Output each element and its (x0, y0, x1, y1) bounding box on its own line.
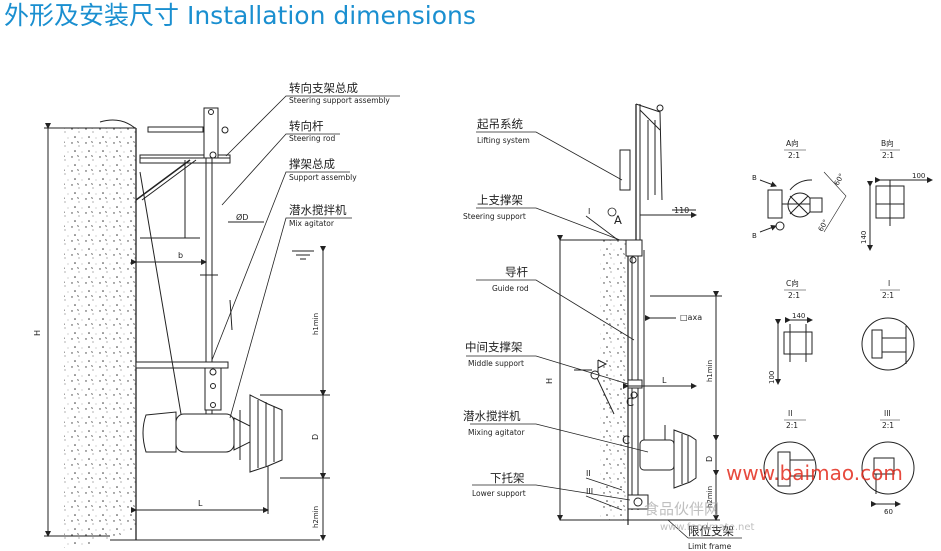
callout-steering-rod-en: Steering rod (289, 134, 336, 143)
marker-C1: C (626, 395, 634, 409)
middle-installation-view (466, 103, 742, 539)
detail-C-dim140: 140 (792, 312, 805, 320)
marker-III: III (586, 487, 593, 496)
callout-guide-rod-cn: 导杆 (505, 265, 528, 279)
dim-L-left: L (198, 499, 203, 508)
dim-L-middle: L (662, 376, 667, 385)
dim-h1min-left: h1min (312, 313, 320, 335)
left-installation-view (44, 95, 400, 548)
detail-B-scale: 2:1 (882, 151, 894, 160)
dim-b: b (178, 251, 183, 260)
dim-H-middle: H (545, 378, 554, 384)
dim-axa: □axa (680, 313, 702, 322)
watermark-site: www.baimao.com (726, 461, 903, 485)
callout-steering-rod-cn: 转向杆 (289, 119, 324, 133)
detail-A-title: A向 (786, 138, 799, 148)
detail-I-title: I (888, 279, 890, 288)
detail-A-scale: 2:1 (788, 151, 800, 160)
callout-support-assembly-cn: 撑架总成 (289, 157, 335, 171)
callout-lower-support-en: Lower support (472, 489, 526, 498)
marker-C2: C (622, 433, 630, 447)
callout-steering-support-assembly-en: Steering support assembly (289, 96, 390, 105)
detail-C-title: C向 (786, 278, 799, 288)
callout-mix-agitator-cn: 潜水搅拌机 (289, 203, 347, 217)
detail-C-scale: 2:1 (788, 291, 800, 300)
dim-110: 110 (674, 206, 689, 215)
detail-C-dim100: 100 (768, 371, 776, 384)
watermark-cn: 食品伙伴网 (644, 500, 719, 518)
callout-guide-rod-en: Guide rod (492, 284, 529, 293)
detail-B-title: B向 (881, 138, 894, 148)
detail-A-b2: B (752, 232, 757, 240)
callout-limit-frame-en: Limit frame (688, 542, 732, 551)
marker-II: II (586, 469, 591, 478)
detail-B-dim140: 140 (860, 231, 868, 244)
page-title: 外形及安装尺寸 Installation dimensions (4, 1, 476, 30)
callout-mix-agitator-en: Mix agitator (289, 219, 335, 228)
detail-labels: A向 2:1 60° 60° B B B向 2:1 100 140 C向 2:1… (752, 138, 925, 516)
callout-lifting-system-en: Lifting system (477, 136, 530, 145)
callout-mixing-agitator-cn: 潜水搅拌机 (463, 409, 521, 423)
detail-II-title: II (788, 409, 792, 418)
detail-I-scale: 2:1 (882, 291, 894, 300)
dim-H-left: H (33, 330, 42, 336)
watermark-url: www.foodmate.net (660, 522, 755, 533)
middle-labels: 起吊系统 Lifting system 上支撑架 Steering suppor… (463, 117, 734, 551)
dim-phi: ØD (236, 212, 248, 222)
dim-h1min-middle: h1min (706, 360, 714, 382)
callout-mixing-agitator-en: Mixing agitator (468, 428, 525, 437)
detail-III-dim60: 60 (884, 508, 893, 516)
dim-D-left: D (311, 434, 320, 440)
detail-A-angle-2: 60° (817, 218, 830, 233)
callout-steering-support-cn: 上支撑架 (477, 193, 523, 207)
detail-views (759, 149, 933, 507)
detail-A-angle-1: 60° (833, 172, 846, 187)
callout-steering-support-assembly-cn: 转向支架总成 (289, 81, 358, 95)
dim-h2min-middle: h2min (706, 486, 714, 508)
detail-II-scale: 2:1 (786, 421, 798, 430)
marker-A: A (614, 213, 622, 227)
detail-A-b1: B (752, 174, 757, 182)
watermark: www.baimao.com 食品伙伴网 www.foodmate.net (644, 461, 903, 533)
detail-III-scale: 2:1 (882, 421, 894, 430)
marker-I: I (588, 207, 590, 216)
dim-D-middle: D (705, 456, 714, 462)
detail-B-dim100: 100 (912, 172, 925, 180)
callout-limit-frame-cn: 限位支架 (688, 524, 734, 538)
detail-III-title: III (884, 409, 891, 418)
callout-support-assembly-en: Support assembly (289, 173, 357, 182)
callout-steering-support-en: Steering support (463, 212, 526, 221)
callout-middle-support-en: Middle support (468, 359, 524, 368)
left-labels: 转向支架总成 Steering support assembly 转向杆 Ste… (33, 81, 390, 528)
dim-h2min-left: h2min (312, 506, 320, 528)
callout-lower-support-cn: 下托架 (490, 471, 525, 485)
callout-lifting-system-cn: 起吊系统 (477, 117, 523, 131)
callout-middle-support-cn: 中间支撑架 (465, 340, 523, 354)
